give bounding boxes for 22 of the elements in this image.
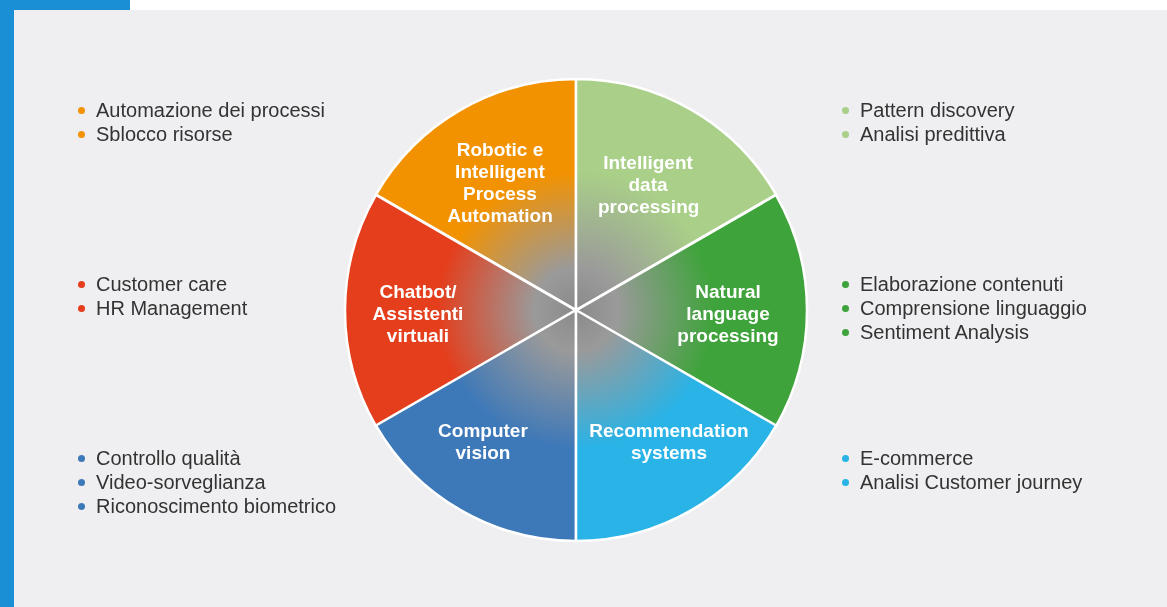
segment-label: Robotic e Intelligent Process Automation xyxy=(446,139,554,227)
segment-label: Natural language processing xyxy=(676,281,780,347)
segment-label: Chatbot/ Assistenti virtuali xyxy=(371,281,465,347)
segment-label: Intelligent data processing xyxy=(598,152,698,218)
bullet-item: HR Management xyxy=(78,296,248,320)
bullet-item: Comprensione linguaggio xyxy=(842,296,1087,320)
bullet-item: Sblocco risorse xyxy=(78,122,233,146)
bullet-item: Sentiment Analysis xyxy=(842,320,1029,344)
wheel-segment xyxy=(374,309,577,542)
bullet-item: Controllo qualità xyxy=(78,446,241,470)
bullet-item: Customer care xyxy=(78,272,228,296)
bullet-item: E-commerce xyxy=(842,446,974,470)
segment-label: Computer vision xyxy=(437,420,529,464)
bullet-item: Analisi predittiva xyxy=(842,122,1006,146)
bullet-item: Video-sorveglianza xyxy=(78,470,266,494)
bullet-item: Riconoscimento biometrico xyxy=(78,494,337,518)
bullet-item: Analisi Customer journey xyxy=(842,470,1083,494)
wheel-segment xyxy=(575,309,778,542)
bullet-item: Elaborazione contenuti xyxy=(842,272,1064,296)
segment-label: Recommendation systems xyxy=(588,420,750,464)
bullet-item: Pattern discovery xyxy=(842,98,1015,122)
bullet-item: Automazione dei processi xyxy=(78,98,325,122)
